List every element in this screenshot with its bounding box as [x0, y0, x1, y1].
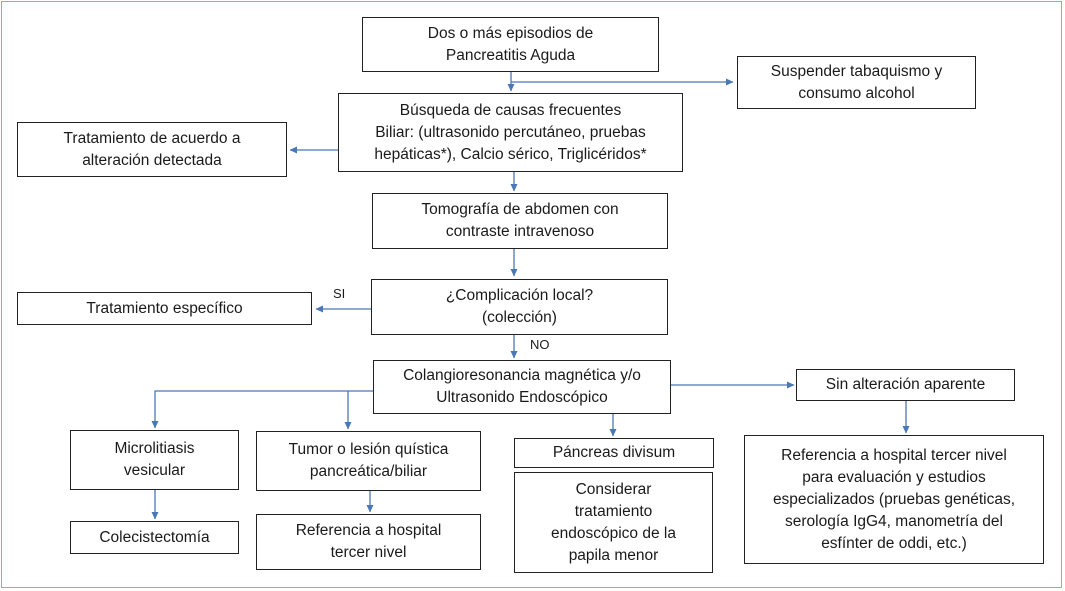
- node-tumor: Tumor o lesión quística pancreática/bilia…: [256, 431, 481, 491]
- node-treat-alteration: Tratamiento de acuerdo a alteración detec…: [17, 122, 287, 177]
- node-text-line: Tumor o lesión quística: [288, 441, 449, 458]
- node-referral: Referencia a hospital tercer nivel: [256, 514, 481, 570]
- node-text-line: alteración detectada: [82, 151, 222, 169]
- node-text-line: Pancreatitis Aguda: [445, 46, 576, 64]
- node-smoking: Suspender tabaquismo y consumo alcohol: [737, 56, 976, 109]
- node-text-line: Búsqueda de causas frecuentes: [399, 101, 622, 119]
- node-chole: Colecistectomía: [70, 521, 239, 554]
- node-text-line: Colangioresonancia magnética y/o: [403, 367, 641, 384]
- node-text-line: contraste intravenoso: [445, 223, 595, 240]
- node-specific: Tratamiento específico: [17, 292, 312, 325]
- node-text-line: Ultrasonido Endoscópico: [436, 389, 608, 406]
- node-divisum: Páncreas divisum: [514, 438, 714, 468]
- node-text-line: ¿Complicación local?: [445, 287, 594, 304]
- node-no-alteration: Sin alteración aparente: [796, 369, 1015, 401]
- node-referral-specialized: Referencia a hospital tercer nivel para e…: [744, 435, 1044, 564]
- node-start: Dos o más episodios de Pancreatitis Aguda: [362, 17, 659, 72]
- node-ct: Tomografía de abdomen con contraste intra…: [372, 193, 668, 249]
- node-text-line: para evaluación y estudios: [802, 468, 986, 486]
- node-micro: Microlitiasis vesicular: [70, 430, 239, 490]
- node-text-line: vesicular: [123, 462, 186, 479]
- node-text-line: Considerar: [575, 480, 652, 498]
- node-endoscopic: Considerar tratamiento endoscópico de la pa…: [514, 472, 713, 573]
- edge-mri-to-micro: [151, 390, 373, 429]
- node-complication: ¿Complicación local? (colección): [371, 279, 668, 335]
- node-text-line: Colecistectomía: [99, 528, 210, 546]
- node-text-line: Sin alteración aparente: [825, 376, 986, 393]
- node-text-line: endoscópico de la: [551, 524, 676, 542]
- node-text-line: papila menor: [568, 546, 659, 564]
- node-text-line: Tomografía de abdomen con: [421, 201, 619, 218]
- node-text-line: Tratamiento de acuerdo a: [63, 129, 241, 147]
- node-text-line: (colección): [482, 309, 557, 326]
- node-text-line: Suspender tabaquismo y: [770, 62, 943, 80]
- node-text-line: Dos o más episodios de: [427, 24, 594, 42]
- edge-label-yes: SI: [333, 286, 346, 301]
- node-text-line: Referencia a hospital tercer nivel: [781, 446, 1007, 464]
- node-text-line: consumo alcohol: [798, 84, 915, 102]
- node-text-line: Biliar: (ultrasonido percutáneo, pruebas: [375, 123, 646, 141]
- node-text-line: Referencia a hospital: [295, 522, 442, 539]
- node-text-line: tercer nivel: [330, 544, 407, 561]
- node-text-line: Páncreas divisum: [552, 444, 676, 461]
- node-text-line: serología IgG4, manometría del: [785, 512, 1003, 530]
- node-text-line: Microlitiasis: [114, 440, 195, 457]
- node-text-line: Tratamiento específico: [86, 299, 243, 317]
- node-text-line: tratamiento: [574, 502, 653, 520]
- node-text-line: pancreática/biliar: [309, 463, 428, 480]
- node-text-line: hepáticas*), Calcio sérico, Triglicérido…: [374, 145, 647, 163]
- node-text-line: esfínter de oddi, etc.): [821, 534, 967, 552]
- node-text-line: especializados (pruebas genéticas,: [772, 490, 1016, 508]
- edge-label-no: NO: [530, 337, 550, 352]
